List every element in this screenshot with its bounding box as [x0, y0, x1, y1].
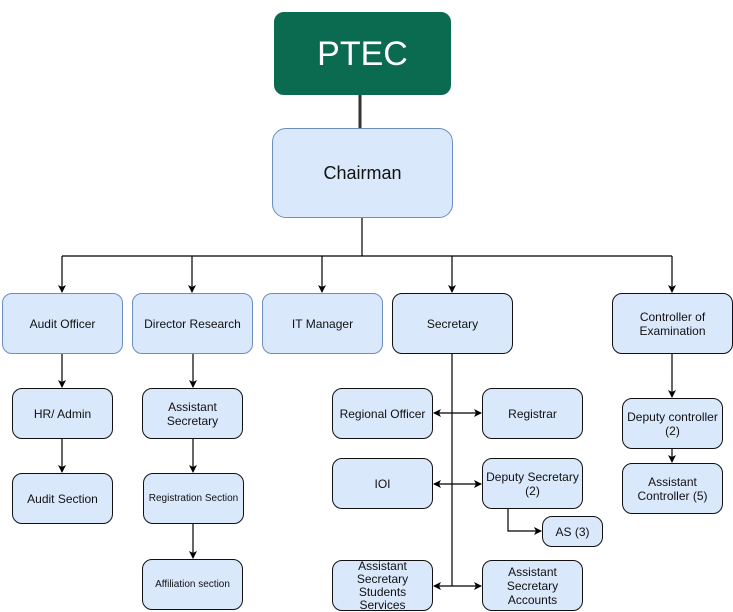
registration-section-node: Registration Section [143, 473, 244, 524]
regional-officer-label: Regional Officer [339, 406, 426, 421]
director-research-label: Director Research [144, 316, 241, 331]
deputy-secretary-label: Deputy Secretary (2) [486, 469, 579, 498]
as-accounts-node: Assistant Secretary Accounts [482, 560, 583, 611]
it-manager-label: IT Manager [291, 316, 354, 331]
ioi-node: IOI [332, 458, 433, 509]
secretary-label: Secretary [426, 316, 479, 331]
as-students-label: Assistant Secretary Students Services [356, 560, 409, 611]
assistant-controller-label: Assistant Controller (5) [637, 474, 708, 503]
registration-section-label: Registration Section [148, 492, 239, 504]
controller-label: Controller of Examination [639, 309, 706, 338]
as-label: AS (3) [555, 524, 590, 539]
audit-section-node: Audit Section [12, 473, 113, 524]
registrar-label: Registrar [508, 406, 557, 421]
assistant-controller-node: Assistant Controller (5) [622, 463, 723, 514]
director-research-node: Director Research [132, 293, 253, 354]
it-manager-node: IT Manager [262, 293, 383, 354]
as-students-node: Assistant Secretary Students Services [332, 560, 433, 611]
affiliation-section-node: Affiliation section [142, 559, 243, 610]
as-node: AS (3) [542, 516, 603, 547]
ioi-label: IOI [374, 476, 391, 491]
deputy-controller-label: Deputy controller (2) [627, 409, 718, 438]
audit-officer-node: Audit Officer [2, 293, 123, 354]
chairman-label: Chairman [323, 163, 402, 183]
assistant-secretary-label: Assistant Secretary [166, 399, 219, 428]
ptec-node: PTEC [274, 12, 451, 95]
assistant-secretary-node: Assistant Secretary [142, 388, 243, 439]
chairman-node: Chairman [272, 128, 453, 218]
regional-officer-node: Regional Officer [332, 388, 433, 439]
audit-officer-label: Audit Officer [29, 316, 96, 331]
affiliation-section-label: Affiliation section [155, 578, 230, 590]
deputy-secretary-node: Deputy Secretary (2) [482, 458, 583, 509]
controller-node: Controller of Examination [612, 293, 733, 354]
ptec-label: PTEC [317, 34, 408, 73]
audit-section-label: Audit Section [27, 491, 98, 506]
secretary-node: Secretary [392, 293, 513, 354]
as-accounts-label: Assistant Secretary Accounts [506, 564, 559, 607]
hr-admin-node: HR/ Admin [12, 388, 113, 439]
hr-admin-label: HR/ Admin [33, 406, 92, 421]
deputy-controller-node: Deputy controller (2) [622, 398, 723, 449]
registrar-node: Registrar [482, 388, 583, 439]
